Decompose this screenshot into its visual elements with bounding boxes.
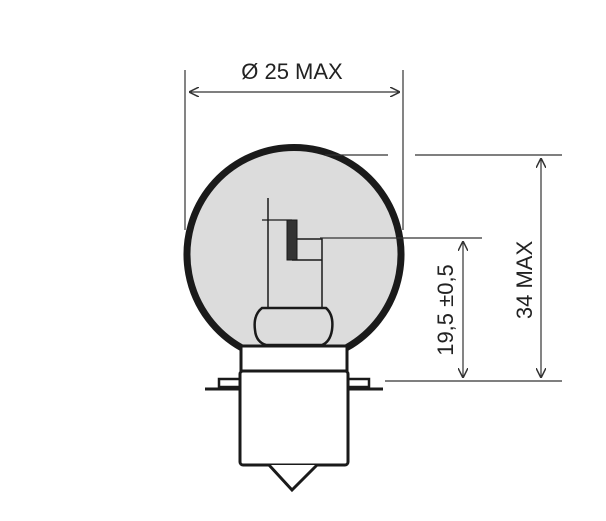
dimension-lines [184,70,562,382]
bulb-base [205,344,383,493]
light-center-label: 19,5 ±0,5 [433,264,458,356]
filament [253,198,334,347]
height-label: 34 MAX [512,241,537,320]
diameter-label: Ø 25 MAX [241,59,343,84]
